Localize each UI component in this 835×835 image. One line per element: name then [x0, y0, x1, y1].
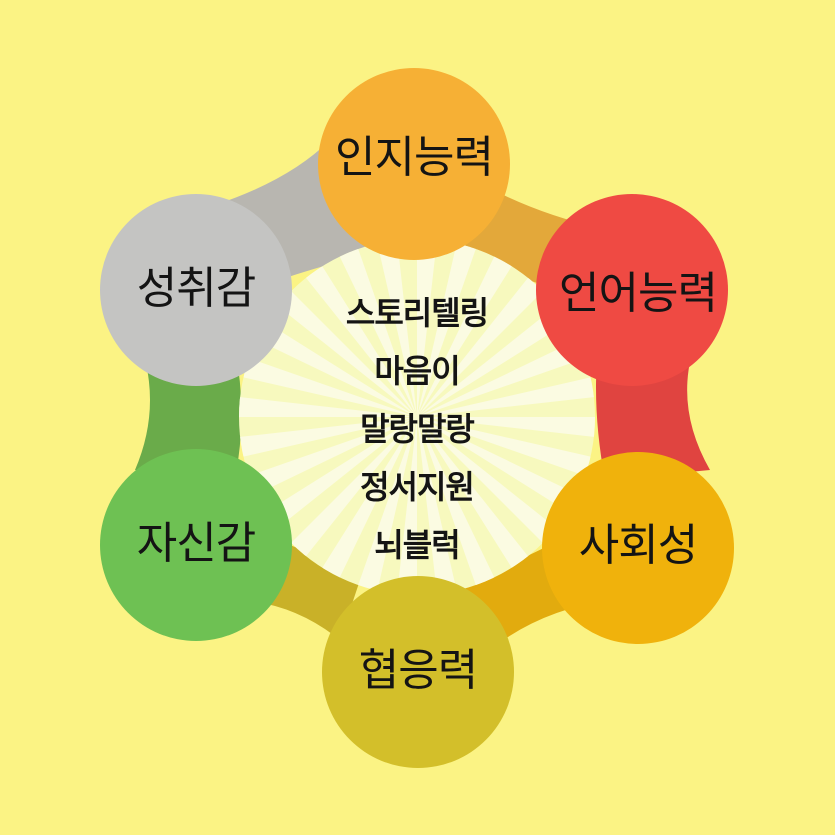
center-ray: [239, 387, 417, 417]
circle-cooperation: [322, 576, 514, 768]
label-cognitive: 인지능력: [335, 132, 494, 183]
label-social: 사회성: [578, 520, 698, 571]
center-ray: [239, 417, 417, 475]
center-ray: [331, 417, 417, 595]
center-ray: [387, 417, 417, 595]
center-ray: [417, 417, 530, 595]
center-ray: [417, 417, 595, 503]
center-line-emotional-support: 정서지원: [360, 468, 475, 506]
center-ray: [417, 239, 447, 417]
circle-cognitive: [318, 68, 510, 260]
outer-circles: [100, 68, 734, 768]
center-ray: [417, 417, 595, 447]
label-cooperation: 협응력: [358, 645, 478, 696]
center-ray: [239, 331, 417, 417]
circle-confidence: [100, 449, 292, 641]
label-achievement: 성취감: [136, 263, 256, 314]
circle-social: [542, 452, 734, 644]
center-ray: [417, 417, 475, 595]
center-ray: [239, 417, 417, 530]
center-ray: [417, 359, 595, 417]
center-line-brain-block: 뇌블럭: [374, 526, 460, 564]
center-line-storytelling: 스토리텔링: [345, 294, 489, 332]
center-ray: [359, 239, 417, 417]
center-text-block: 스토리텔링 마음이 말랑말랑 정서지원 뇌블럭: [317, 284, 517, 574]
label-language: 언어능력: [559, 268, 718, 319]
center-line-heart: 마음이: [374, 352, 460, 390]
center-ray: [304, 239, 417, 417]
label-confidence: 자신감: [136, 518, 256, 569]
center-ray: [417, 304, 595, 417]
center-line-soft: 말랑말랑: [360, 410, 475, 448]
circle-achievement: [100, 194, 292, 386]
center-ray: [417, 239, 503, 417]
circle-language: [536, 194, 728, 386]
